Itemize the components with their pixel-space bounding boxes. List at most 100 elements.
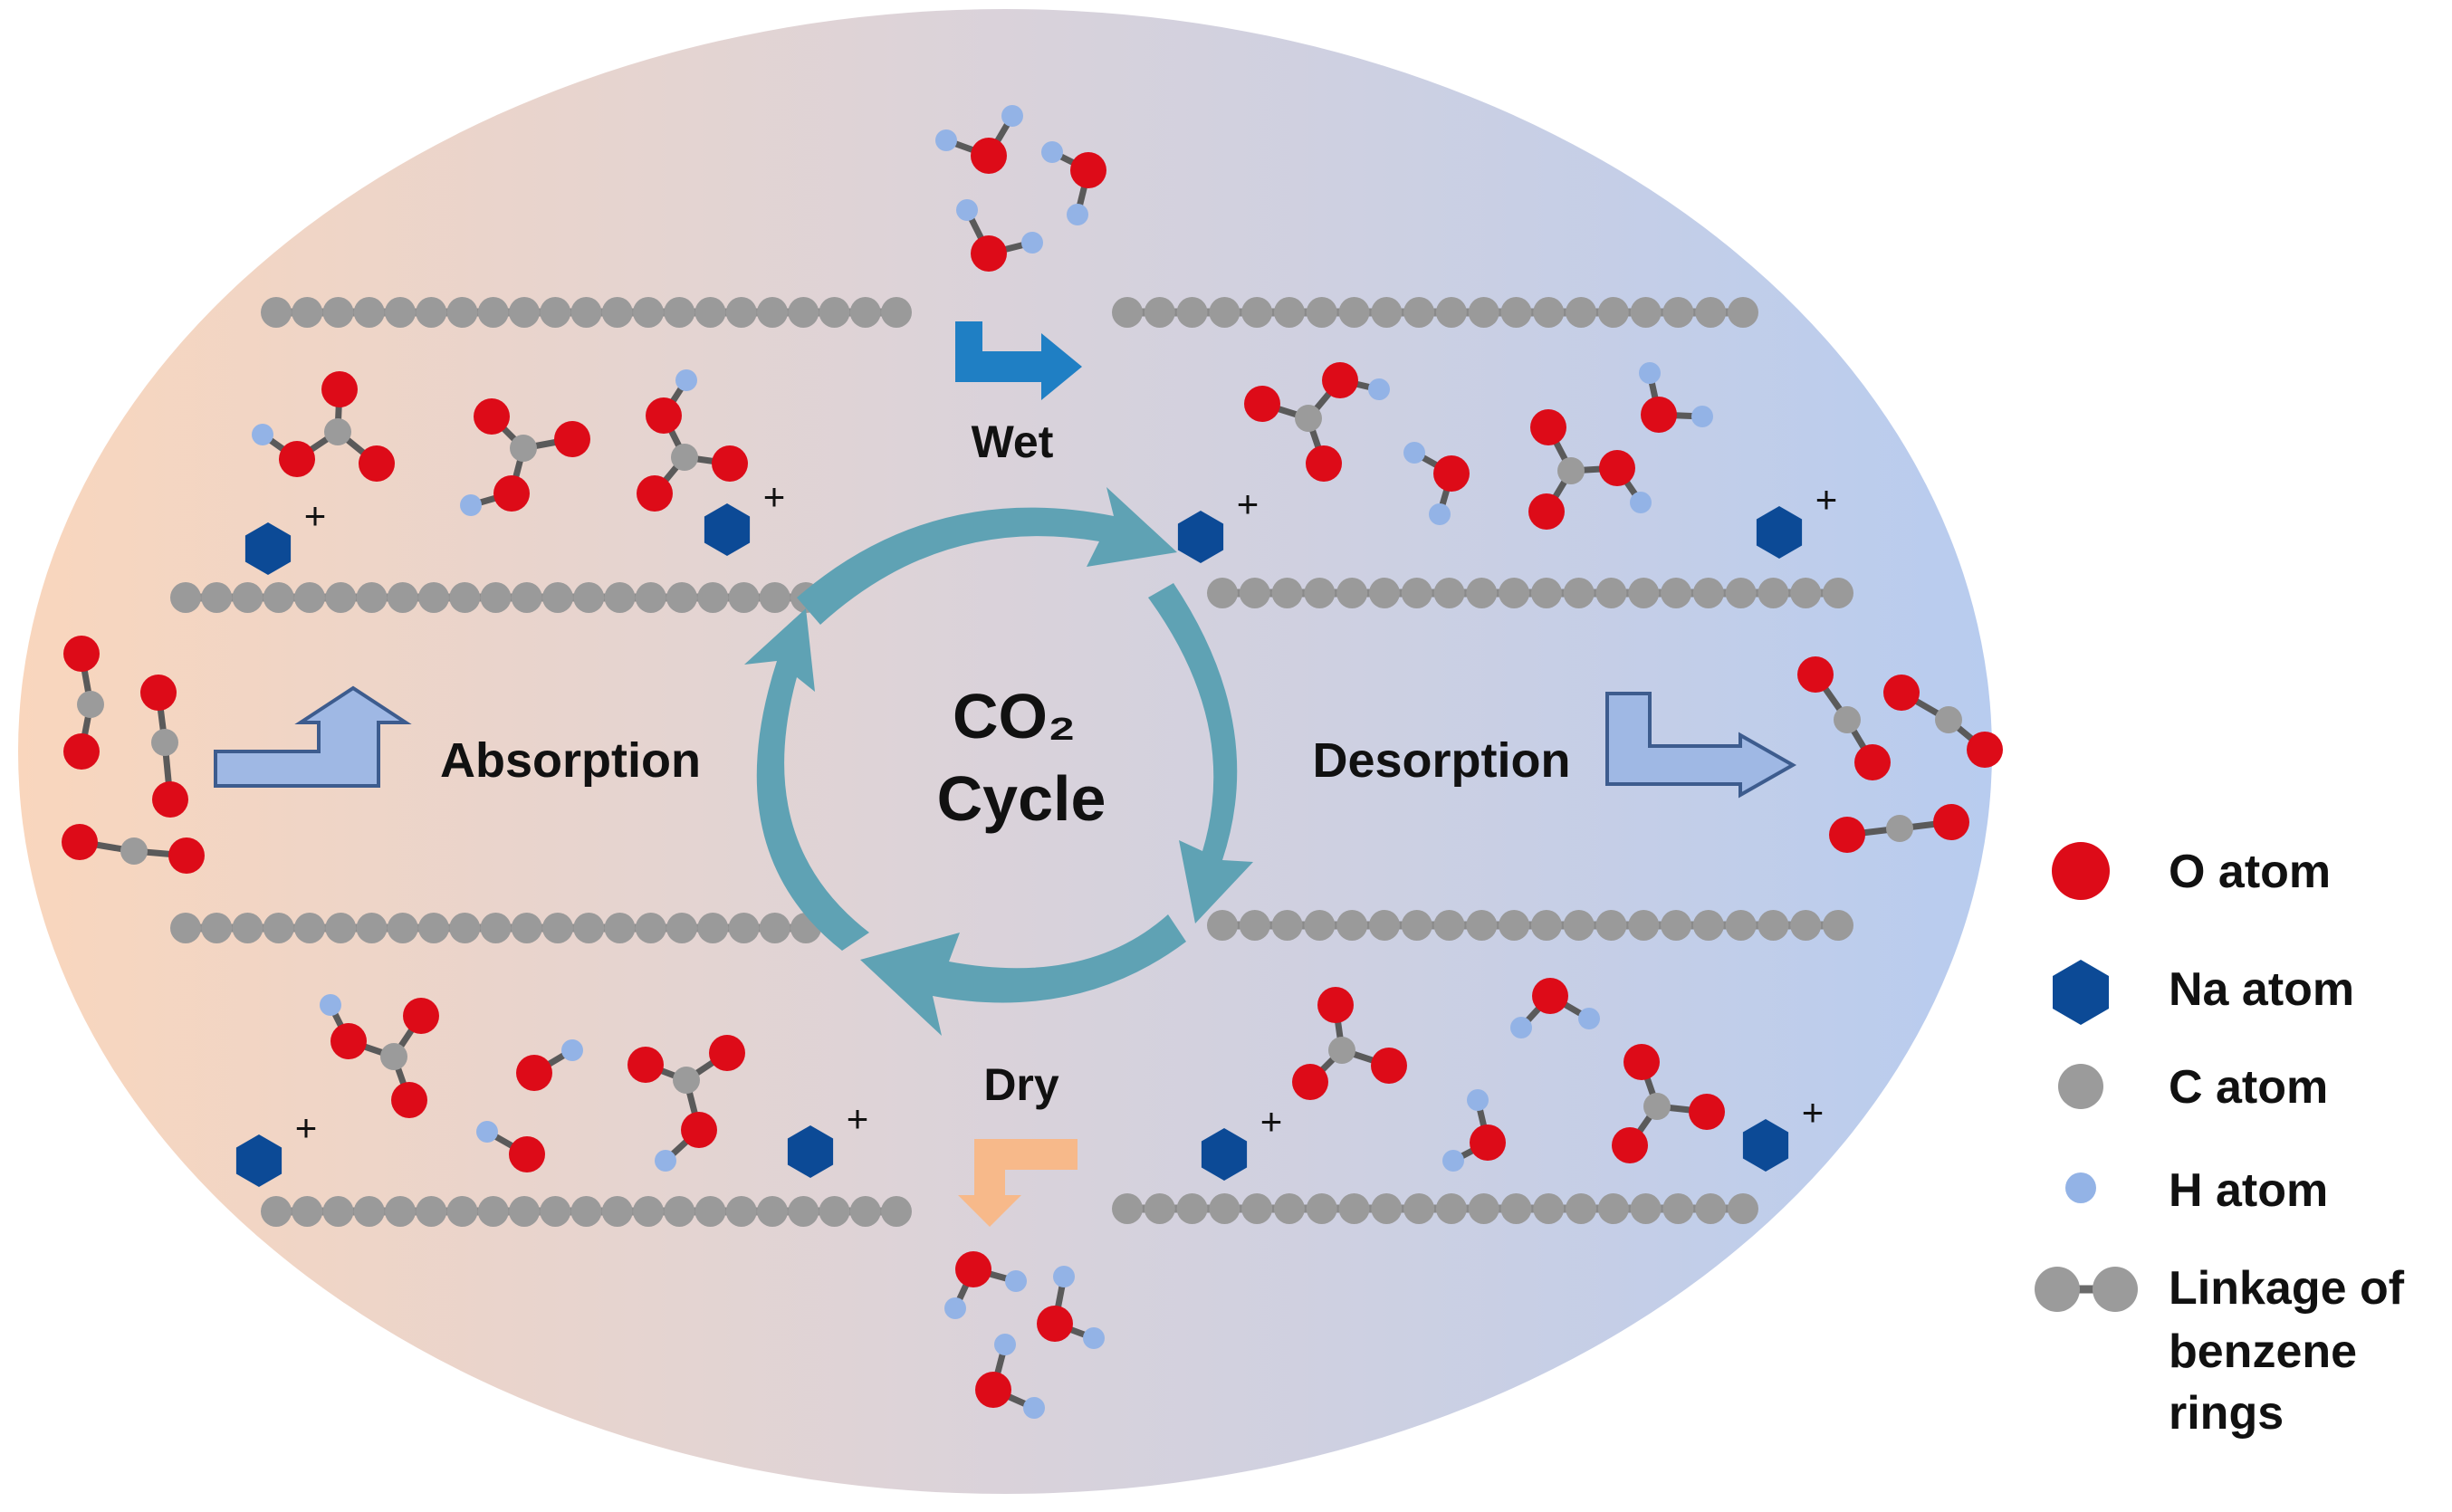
chain-node bbox=[666, 913, 697, 943]
oxygen-atom bbox=[1641, 397, 1677, 433]
hydrogen-atom bbox=[655, 1150, 676, 1172]
sodium-ions-layer bbox=[235, 503, 1803, 1187]
hydrogen-atom bbox=[252, 424, 273, 445]
chain-node bbox=[1499, 578, 1530, 608]
chain-node bbox=[1466, 910, 1498, 941]
co2-molecule bbox=[62, 824, 205, 874]
chain-node bbox=[353, 1196, 385, 1227]
chain-node bbox=[849, 297, 881, 328]
chain-node bbox=[480, 582, 512, 613]
sodium-ion bbox=[1201, 1128, 1248, 1181]
chain-node bbox=[385, 297, 416, 328]
hydrogen-atom bbox=[460, 494, 482, 516]
chain-node bbox=[1144, 1193, 1175, 1224]
chain-node bbox=[1144, 297, 1175, 328]
absorption-arrow bbox=[214, 685, 412, 788]
chain-node bbox=[604, 582, 636, 613]
chain-node bbox=[353, 297, 385, 328]
sodium-ion bbox=[1756, 506, 1803, 559]
chain-node bbox=[759, 582, 790, 613]
legend-carbon-swatch bbox=[2058, 1064, 2103, 1109]
chain-node bbox=[1338, 1193, 1370, 1224]
oxygen-atom bbox=[509, 1136, 545, 1172]
chain-node bbox=[1241, 297, 1273, 328]
chain-node bbox=[292, 297, 323, 328]
oxygen-atom bbox=[627, 1047, 664, 1083]
bicarbonate-molecule bbox=[252, 371, 395, 482]
chain-node bbox=[261, 297, 292, 328]
cycle-arrow-right bbox=[1148, 583, 1253, 923]
cycle-arrows bbox=[744, 487, 1253, 1036]
chain-node bbox=[1466, 578, 1498, 608]
chain-node bbox=[511, 913, 542, 943]
chain-node bbox=[759, 913, 790, 943]
oxygen-atom bbox=[1530, 409, 1566, 445]
oxygen-atom bbox=[1883, 675, 1920, 711]
chain-node bbox=[446, 1196, 478, 1227]
hydrogen-atom bbox=[1510, 1017, 1532, 1038]
chain-node bbox=[1368, 578, 1400, 608]
hydrogen-atom bbox=[1001, 105, 1023, 127]
chain-node bbox=[322, 1196, 354, 1227]
chain-node bbox=[449, 913, 481, 943]
oxygen-atom bbox=[474, 398, 510, 435]
oxygen-atom bbox=[1070, 152, 1106, 188]
oxygen-atom bbox=[403, 998, 439, 1034]
chain-node bbox=[633, 297, 664, 328]
desorption-arrow bbox=[1605, 692, 1797, 799]
oxygen-atom bbox=[1967, 732, 2003, 768]
chain-node bbox=[1273, 297, 1305, 328]
chain-node bbox=[1661, 578, 1692, 608]
chain-node bbox=[263, 582, 294, 613]
plus-sign: + bbox=[847, 1097, 869, 1140]
chain-node bbox=[1241, 1193, 1273, 1224]
chain-node bbox=[385, 1196, 416, 1227]
chain-node bbox=[232, 582, 263, 613]
plus-sign: + bbox=[763, 475, 786, 518]
chain-node bbox=[540, 1196, 571, 1227]
chain-node bbox=[1239, 910, 1270, 941]
chain-node bbox=[1112, 1193, 1143, 1224]
plus-sign: + bbox=[1260, 1100, 1283, 1143]
chain-node bbox=[1563, 910, 1595, 941]
chain-node bbox=[1533, 1193, 1565, 1224]
water-molecule bbox=[975, 1334, 1045, 1419]
wet-label: Wet bbox=[972, 416, 1054, 467]
chain-node bbox=[1566, 297, 1597, 328]
chain-node bbox=[1435, 1193, 1467, 1224]
oxygen-atom bbox=[1532, 978, 1568, 1014]
oxygen-atom bbox=[955, 1251, 991, 1287]
chain-node bbox=[728, 582, 760, 613]
chain-node bbox=[601, 297, 633, 328]
hydrogen-atom bbox=[1403, 442, 1425, 464]
chain-node bbox=[261, 1196, 292, 1227]
oxygen-atom bbox=[1371, 1048, 1407, 1084]
hydrogen-atom bbox=[1368, 378, 1390, 400]
chain-node bbox=[509, 297, 540, 328]
benzene-chain bbox=[170, 913, 821, 943]
oxygen-atom bbox=[1317, 987, 1354, 1023]
chain-node bbox=[1273, 1193, 1305, 1224]
oxygen-atom bbox=[1797, 656, 1834, 693]
chain-node bbox=[694, 297, 726, 328]
hydrogen-atom bbox=[1067, 204, 1088, 225]
legend-linkage-line1: Linkage of bbox=[2169, 1262, 2405, 1315]
chain-node bbox=[542, 582, 573, 613]
oxygen-atom bbox=[1470, 1124, 1506, 1161]
chain-node bbox=[788, 297, 819, 328]
chain-node bbox=[1304, 910, 1336, 941]
chain-node bbox=[387, 913, 418, 943]
hydrogen-atom bbox=[1429, 503, 1451, 525]
chain-node bbox=[697, 913, 729, 943]
chain-node bbox=[881, 1196, 912, 1227]
chain-node bbox=[1728, 1193, 1758, 1224]
sodium-ion bbox=[704, 503, 751, 556]
chain-node bbox=[1403, 1193, 1435, 1224]
chain-node bbox=[881, 297, 912, 328]
dry-step-arrow bbox=[958, 1139, 1078, 1227]
chain-node bbox=[664, 297, 695, 328]
oxygen-atom bbox=[681, 1112, 717, 1148]
co2-molecule bbox=[63, 636, 104, 770]
chain-node bbox=[1728, 297, 1758, 328]
